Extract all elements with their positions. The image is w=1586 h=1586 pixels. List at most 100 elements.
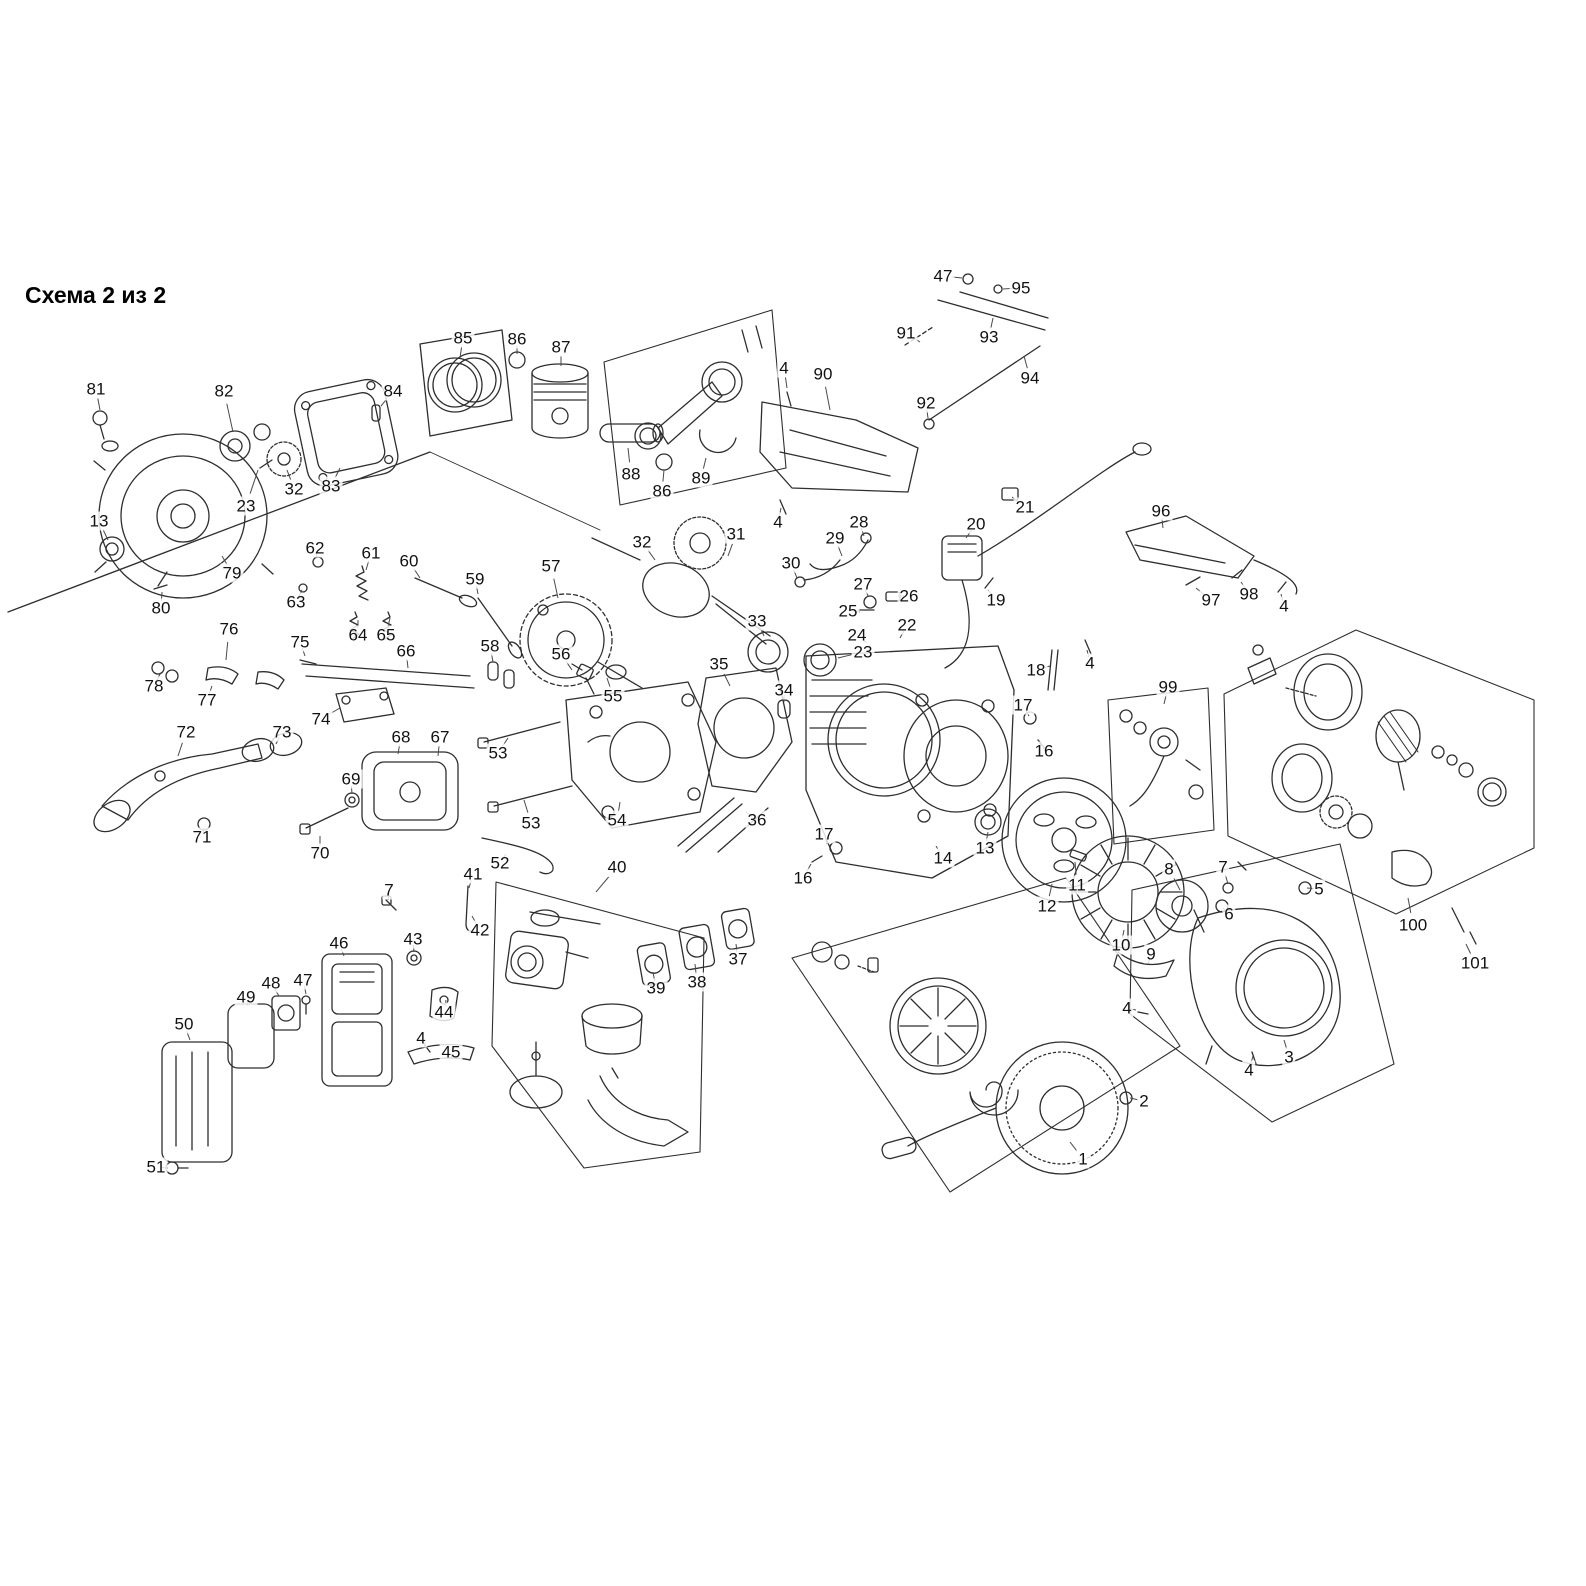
ignition-coil (941, 442, 1152, 669)
part-label-23: 23 (234, 496, 258, 516)
part-label-21: 21 (1013, 497, 1037, 517)
diagram-title: Схема 2 из 2 (25, 282, 167, 308)
crankcase-cover (93, 433, 274, 599)
part-label-92: 92 (914, 393, 938, 413)
part-label-28: 28 (847, 512, 871, 532)
part-label-31: 31 (724, 524, 748, 544)
part-label-66: 66 (394, 641, 418, 661)
part-label-101: 101 (1458, 953, 1492, 973)
part-label-60: 60 (397, 551, 421, 571)
part-label-53: 53 (519, 813, 543, 833)
head-gasket (697, 667, 793, 793)
part-label-54: 54 (605, 810, 629, 830)
part-label-72: 72 (174, 722, 198, 742)
part-label-67: 67 (428, 727, 452, 747)
piston-pin-clip (655, 453, 673, 471)
spark-plug (571, 663, 595, 695)
part-label-4: 4 (777, 358, 791, 378)
part-label-47: 47 (931, 266, 955, 286)
piston (531, 363, 589, 439)
flywheel (1001, 777, 1127, 903)
part-label-4: 4 (771, 512, 785, 532)
electric-starter-group (1223, 629, 1535, 945)
part-label-49: 49 (234, 987, 258, 1007)
part-label-43: 43 (401, 929, 425, 949)
air-guide (759, 391, 919, 515)
part-label-50: 50 (172, 1014, 196, 1034)
part-label-20: 20 (964, 514, 988, 534)
part-label-1: 1 (1076, 1149, 1090, 1169)
part-label-93: 93 (977, 327, 1001, 347)
stop-switch-wiring (794, 532, 901, 611)
part-label-14: 14 (931, 848, 955, 868)
part-label-63: 63 (284, 592, 308, 612)
muffler (197, 751, 459, 835)
breather-tube (481, 837, 554, 875)
part-label-89: 89 (689, 468, 713, 488)
part-label-36: 36 (745, 810, 769, 830)
part-label-13: 13 (87, 511, 111, 531)
part-label-77: 77 (195, 690, 219, 710)
part-label-79: 79 (220, 563, 244, 583)
blower-housing (1129, 843, 1395, 1123)
part-label-76: 76 (217, 619, 241, 639)
part-label-18: 18 (1024, 660, 1048, 680)
head-bolts (477, 721, 769, 853)
part-label-99: 99 (1156, 677, 1180, 697)
recoil-starter-group (791, 877, 1181, 1193)
part-label-8: 8 (1162, 859, 1176, 879)
part-label-45: 45 (439, 1042, 463, 1062)
dowel-pin (371, 404, 381, 422)
cylinder-head (565, 681, 717, 829)
part-label-83: 83 (319, 476, 343, 496)
part-label-87: 87 (549, 337, 573, 357)
part-label-24: 24 (845, 625, 869, 645)
part-label-95: 95 (1009, 278, 1033, 298)
part-label-91: 91 (894, 323, 918, 343)
part-label-68: 68 (389, 727, 413, 747)
rocker-arms (151, 659, 395, 723)
part-label-58: 58 (478, 636, 502, 656)
part-label-16: 16 (1032, 741, 1056, 761)
centerline (7, 451, 431, 613)
part-label-82: 82 (212, 381, 236, 401)
part-label-42: 42 (468, 920, 492, 940)
governor-gear (219, 423, 302, 477)
part-label-56: 56 (549, 644, 573, 664)
part-label-35: 35 (707, 654, 731, 674)
part-label-4: 4 (414, 1028, 428, 1048)
part-label-88: 88 (619, 464, 643, 484)
part-label-38: 38 (685, 972, 709, 992)
part-label-100: 100 (1396, 915, 1430, 935)
part-label-4: 4 (1083, 653, 1097, 673)
part-label-57: 57 (539, 556, 563, 576)
part-label-86: 86 (650, 481, 674, 501)
part-label-90: 90 (811, 364, 835, 384)
part-label-26: 26 (897, 586, 921, 606)
connecting-rod-group (603, 309, 787, 506)
part-label-86: 86 (505, 329, 529, 349)
part-label-59: 59 (463, 569, 487, 589)
part-label-84: 84 (381, 381, 405, 401)
camshaft (519, 593, 643, 689)
oil-filler-plug (92, 410, 119, 452)
part-label-81: 81 (84, 379, 108, 399)
part-label-7: 7 (1216, 857, 1230, 877)
part-label-22: 22 (895, 615, 919, 635)
piston-pin-clip (508, 351, 526, 369)
part-label-4: 4 (1242, 1060, 1256, 1080)
part-label-48: 48 (259, 973, 283, 993)
part-label-9: 9 (1144, 944, 1158, 964)
part-label-97: 97 (1199, 590, 1223, 610)
part-label-94: 94 (1018, 368, 1042, 388)
part-label-40: 40 (605, 857, 629, 877)
charge-coil-group (1107, 687, 1215, 845)
carburetor-group (491, 881, 705, 1169)
exhaust-pipe (93, 731, 303, 833)
part-label-53: 53 (486, 743, 510, 763)
part-label-23: 23 (851, 642, 875, 662)
part-label-29: 29 (823, 528, 847, 548)
part-label-74: 74 (309, 709, 333, 729)
